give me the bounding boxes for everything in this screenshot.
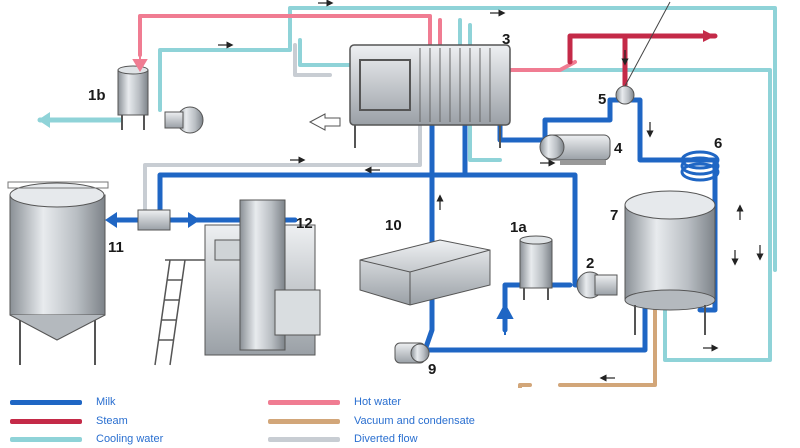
steam-inlet-arrow (703, 30, 715, 42)
legend-label-vacuum-condensate: Vacuum and condensate (354, 415, 475, 427)
storage-tank-7 (624, 190, 716, 335)
label-9: 9 (428, 361, 436, 378)
diverted-flow-pipe (143, 43, 422, 212)
hot-water-pipe-top (138, 14, 432, 62)
legend-item-hot-water: Hot water (268, 396, 401, 408)
steam-pipe (567, 33, 718, 88)
legend-label-hot-water: Hot water (354, 396, 402, 408)
label-7: 7 (610, 207, 618, 224)
legend-swatch-cooling-water (10, 436, 82, 442)
steam-pipes (567, 33, 718, 88)
label-5: 5 (598, 91, 606, 108)
silo-tank-11 (7, 181, 109, 365)
legend-item-milk: Milk (10, 396, 116, 408)
pump-9 (394, 342, 430, 364)
label-6: 6 (714, 135, 722, 152)
legend-item-steam: Steam (10, 415, 128, 427)
label-12: 12 (296, 215, 313, 232)
legend-item-cooling-water: Cooling water (10, 433, 163, 445)
diverting-valve-5 (615, 1, 671, 105)
milk-pipe-pump4 (542, 97, 613, 143)
legend-swatch-vacuum-condensate (268, 418, 340, 424)
balance-tank-1b (117, 65, 149, 130)
legend-label-steam: Steam (96, 415, 128, 427)
milk-pipe-9 (422, 297, 648, 353)
label-3: 3 (502, 31, 510, 48)
tank-10 (359, 239, 491, 306)
cooling-water-pipe-right (508, 68, 772, 362)
label-2: 2 (586, 255, 594, 272)
milk-inlet-arrow (496, 302, 514, 335)
legend-swatch-steam (10, 418, 82, 424)
milk-pipe-main (607, 97, 718, 313)
vacuum-condensate-pipe (518, 298, 657, 388)
label-11: 11 (108, 239, 124, 256)
legend-label-cooling-water: Cooling water (96, 433, 164, 445)
milk-pipe-1a (502, 282, 573, 333)
legend: Milk Steam Cooling water Hot water Vacuu… (0, 388, 800, 448)
legend-item-diverted-flow: Diverted flow (268, 433, 418, 445)
vacuum-condensate-pipes (518, 298, 657, 388)
holding-tube-6 (680, 150, 720, 182)
plate-heat-exchanger-3 (349, 44, 511, 148)
legend-swatch-milk (10, 399, 82, 405)
balance-tank-1a (519, 235, 553, 300)
label-1b: 1b (88, 87, 106, 104)
flow-direction-arrows (218, 0, 764, 382)
outlet-arrow-hx (308, 113, 341, 131)
cooling-water-pipe-top (288, 6, 777, 272)
pump-4 (539, 134, 611, 165)
legend-swatch-hot-water (268, 399, 340, 405)
label-10: 10 (385, 217, 402, 234)
diverted-flow-pipes (143, 43, 422, 212)
legend-label-diverted-flow: Diverted flow (354, 433, 418, 445)
flow-meter-box (137, 209, 171, 231)
cooling-water-inlet-arrow (38, 112, 50, 128)
milk-pipe-10 (422, 107, 435, 353)
legend-label-milk: Milk (96, 396, 116, 408)
legend-item-vacuum-condensate: Vacuum and condensate (268, 415, 475, 427)
legend-swatch-diverted-flow (268, 436, 340, 442)
hot-water-arrow-down (132, 48, 148, 72)
label-1a: 1a (510, 219, 527, 236)
filling-machine-12 (154, 199, 321, 366)
process-flow-diagram: 1b 3 5 4 6 7 1a 2 10 9 8 11 12 (7, 0, 777, 388)
label-4: 4 (614, 140, 623, 157)
cooling-water-pipe-tank-1b (158, 34, 292, 112)
milk-pipe-filler (157, 107, 468, 218)
pump-1b (164, 106, 204, 134)
pump-2 (576, 271, 618, 299)
